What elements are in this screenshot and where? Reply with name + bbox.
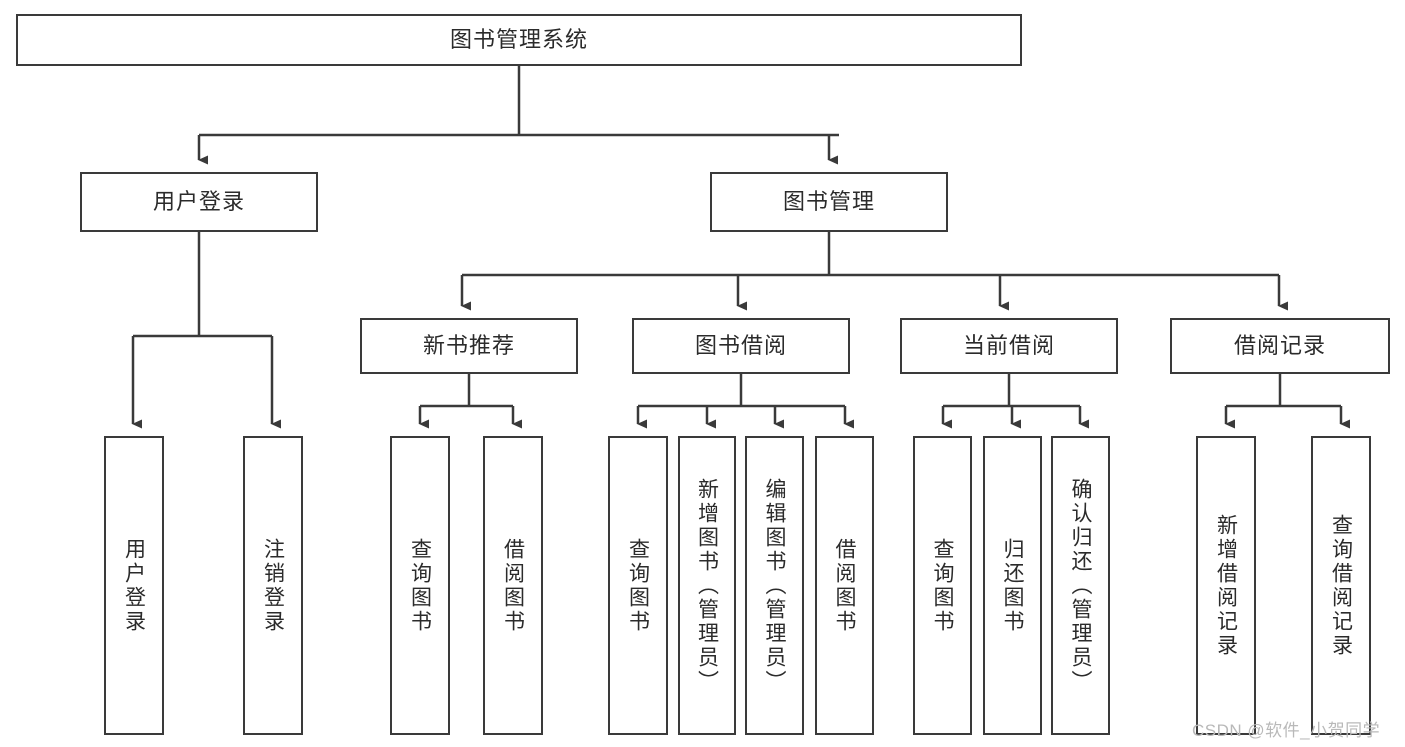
node-book-manage-label: 图书管理 bbox=[782, 189, 875, 215]
node-leaf-add-book-label: 新增图书（管理员） bbox=[695, 477, 719, 694]
node-leaf-query-borrow-record-label: 查询借阅记录 bbox=[1329, 513, 1353, 658]
node-leaf-logout[interactable]: 注销登录 bbox=[243, 436, 303, 735]
watermark-text: CSDN @软件_小贺同学 bbox=[1192, 721, 1381, 740]
connector-user-login-to-leaves bbox=[131, 232, 281, 429]
node-leaf-borrow-book-1-label: 借阅图书 bbox=[501, 537, 525, 634]
connector-new-book-rec-to-leaves bbox=[418, 374, 522, 429]
node-leaf-add-borrow-record[interactable]: 新增借阅记录 bbox=[1196, 436, 1256, 735]
node-user-login-label: 用户登录 bbox=[152, 189, 245, 215]
connector-borrow-record-to-leaves bbox=[1224, 374, 1350, 429]
node-leaf-confirm-return[interactable]: 确认归还（管理员） bbox=[1051, 436, 1110, 735]
node-leaf-confirm-return-label: 确认归还（管理员） bbox=[1069, 477, 1093, 694]
node-leaf-query-book-2-label: 查询图书 bbox=[626, 537, 650, 634]
node-leaf-user-login[interactable]: 用户登录 bbox=[104, 436, 164, 735]
node-leaf-borrow-book-2-label: 借阅图书 bbox=[833, 537, 857, 634]
node-borrow-record-label: 借阅记录 bbox=[1233, 333, 1326, 359]
node-leaf-edit-book[interactable]: 编辑图书（管理员） bbox=[745, 436, 804, 735]
node-leaf-add-book[interactable]: 新增图书（管理员） bbox=[678, 436, 736, 735]
connector-current-borrow-to-leaves bbox=[941, 374, 1089, 429]
node-current-borrow[interactable]: 当前借阅 bbox=[900, 318, 1118, 374]
node-book-borrow[interactable]: 图书借阅 bbox=[632, 318, 850, 374]
node-leaf-query-book-1[interactable]: 查询图书 bbox=[390, 436, 450, 735]
node-book-borrow-label: 图书借阅 bbox=[694, 333, 787, 359]
node-leaf-query-book-1-label: 查询图书 bbox=[408, 537, 432, 634]
node-leaf-query-book-3[interactable]: 查询图书 bbox=[913, 436, 972, 735]
node-leaf-borrow-book-2[interactable]: 借阅图书 bbox=[815, 436, 874, 735]
connector-root-to-level2 bbox=[197, 66, 839, 165]
node-leaf-return-book[interactable]: 归还图书 bbox=[983, 436, 1042, 735]
node-current-borrow-label: 当前借阅 bbox=[962, 333, 1055, 359]
node-user-login[interactable]: 用户登录 bbox=[80, 172, 318, 232]
node-leaf-query-book-3-label: 查询图书 bbox=[931, 537, 955, 634]
node-leaf-add-borrow-record-label: 新增借阅记录 bbox=[1214, 513, 1238, 658]
node-leaf-edit-book-label: 编辑图书（管理员） bbox=[763, 477, 787, 694]
node-leaf-query-book-2[interactable]: 查询图书 bbox=[608, 436, 668, 735]
node-root-label: 图书管理系统 bbox=[449, 27, 588, 53]
node-leaf-query-borrow-record[interactable]: 查询借阅记录 bbox=[1311, 436, 1371, 735]
connector-book-manage-to-level3 bbox=[460, 232, 1288, 311]
connector-book-borrow-to-leaves bbox=[636, 374, 854, 429]
node-borrow-record[interactable]: 借阅记录 bbox=[1170, 318, 1390, 374]
node-leaf-borrow-book-1[interactable]: 借阅图书 bbox=[483, 436, 543, 735]
node-new-book-recommend-label: 新书推荐 bbox=[422, 333, 515, 359]
node-leaf-return-book-label: 归还图书 bbox=[1001, 537, 1025, 634]
node-leaf-logout-label: 注销登录 bbox=[261, 537, 285, 634]
node-book-manage[interactable]: 图书管理 bbox=[710, 172, 948, 232]
node-leaf-user-login-label: 用户登录 bbox=[122, 537, 146, 634]
node-new-book-recommend[interactable]: 新书推荐 bbox=[360, 318, 578, 374]
node-root-system[interactable]: 图书管理系统 bbox=[16, 14, 1022, 66]
